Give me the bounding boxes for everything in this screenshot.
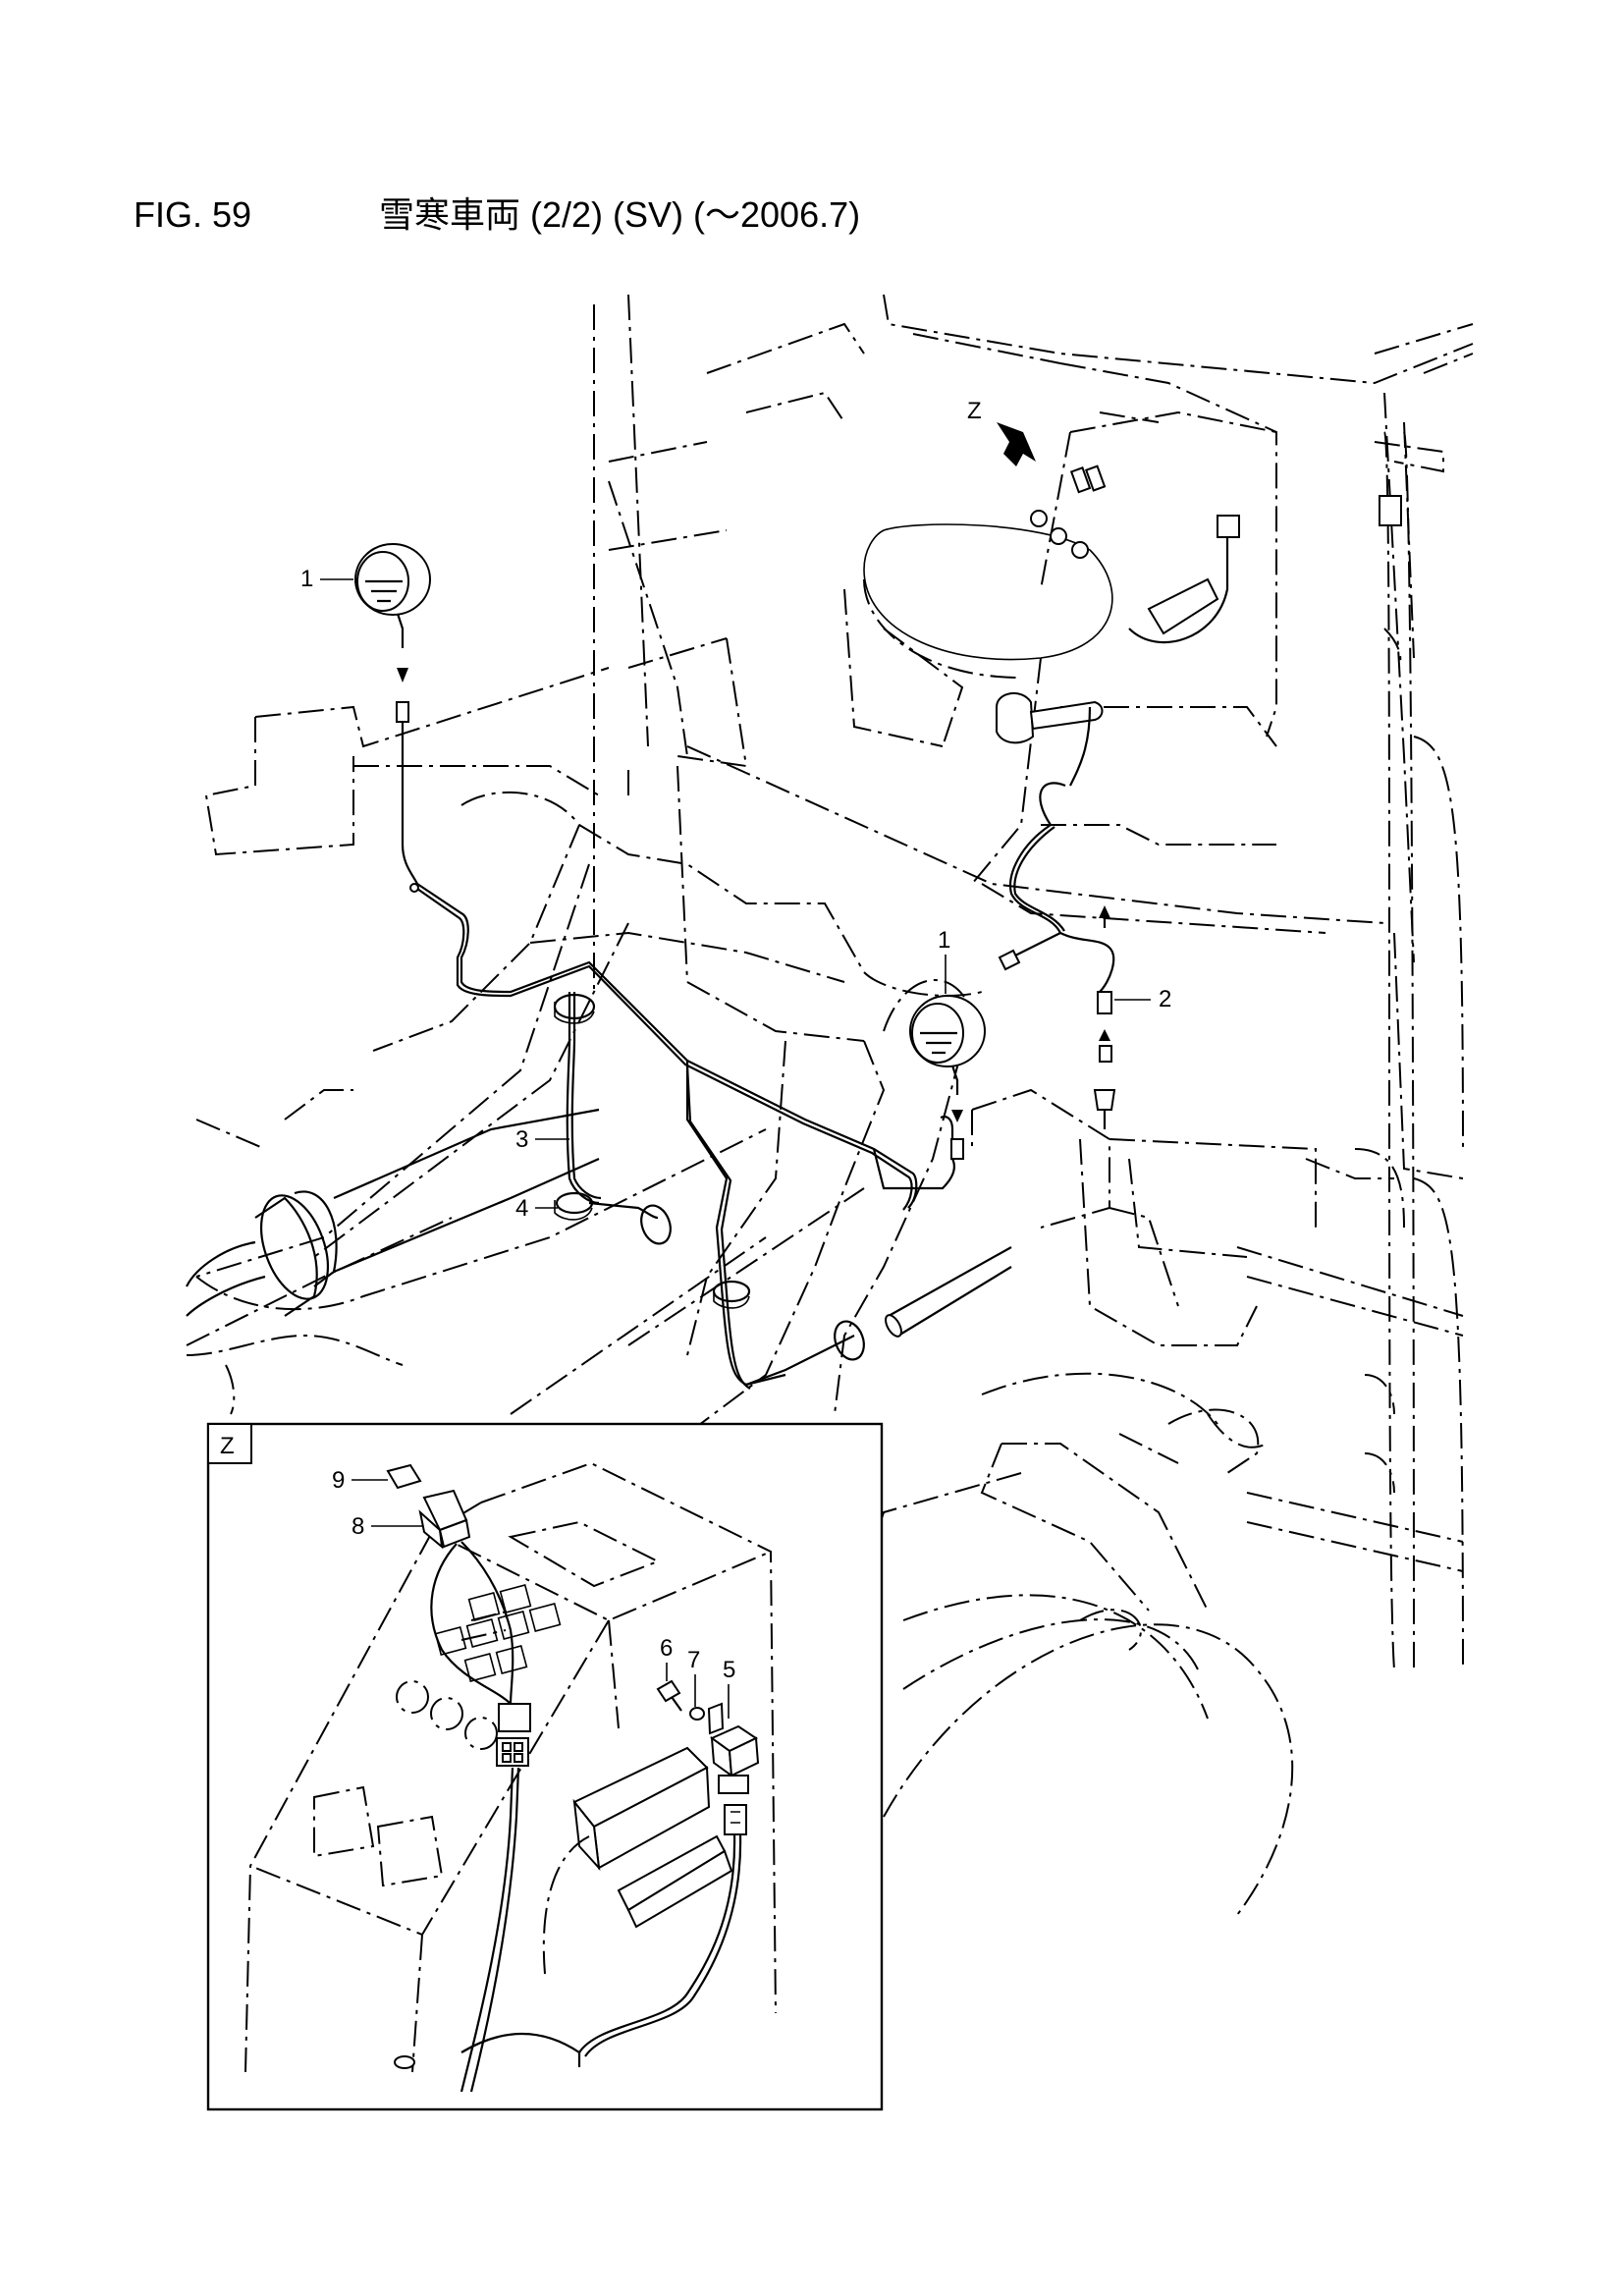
harness-wiring [401, 706, 1115, 1390]
cab-outline [593, 294, 1474, 1179]
wheel-outline [883, 1372, 1294, 1916]
work-lamp-right [909, 995, 986, 1160]
figure-heading: FIG. 59 雪寒車両 (2/2) (SV) (～2006.7) [134, 187, 860, 238]
chassis-outline [186, 667, 1317, 1720]
figure-label: FIG. 59 [134, 194, 252, 235]
main-callouts: 1 1 2 3 4 Z [300, 398, 1171, 1222]
detail-view-z: Z [206, 1422, 884, 2111]
work-lamp-left [354, 543, 431, 893]
callout-bolt: 6 [660, 1635, 673, 1662]
console-outline [843, 362, 1277, 885]
callout-clamp: 4 [515, 1195, 528, 1222]
callout-lamp-right: 1 [938, 927, 950, 954]
callout-switch: 8 [352, 1513, 364, 1540]
callout-relay: 5 [723, 1657, 735, 1683]
callout-lamp-left: 1 [300, 566, 313, 592]
callout-view-z: Z [967, 398, 982, 424]
callout-washer: 7 [687, 1647, 700, 1673]
detail-view-label: Z [220, 1433, 235, 1459]
callout-harness-main: 3 [515, 1126, 528, 1153]
side-frame [1236, 431, 1464, 1670]
figure-title: 雪寒車両 (2/2) (SV) (～2006.7) [379, 194, 861, 235]
clamps [553, 993, 865, 1361]
callout-label-plate: 9 [332, 1467, 345, 1494]
callout-harness-upper: 2 [1159, 986, 1171, 1012]
harness-connector [997, 422, 1116, 1129]
